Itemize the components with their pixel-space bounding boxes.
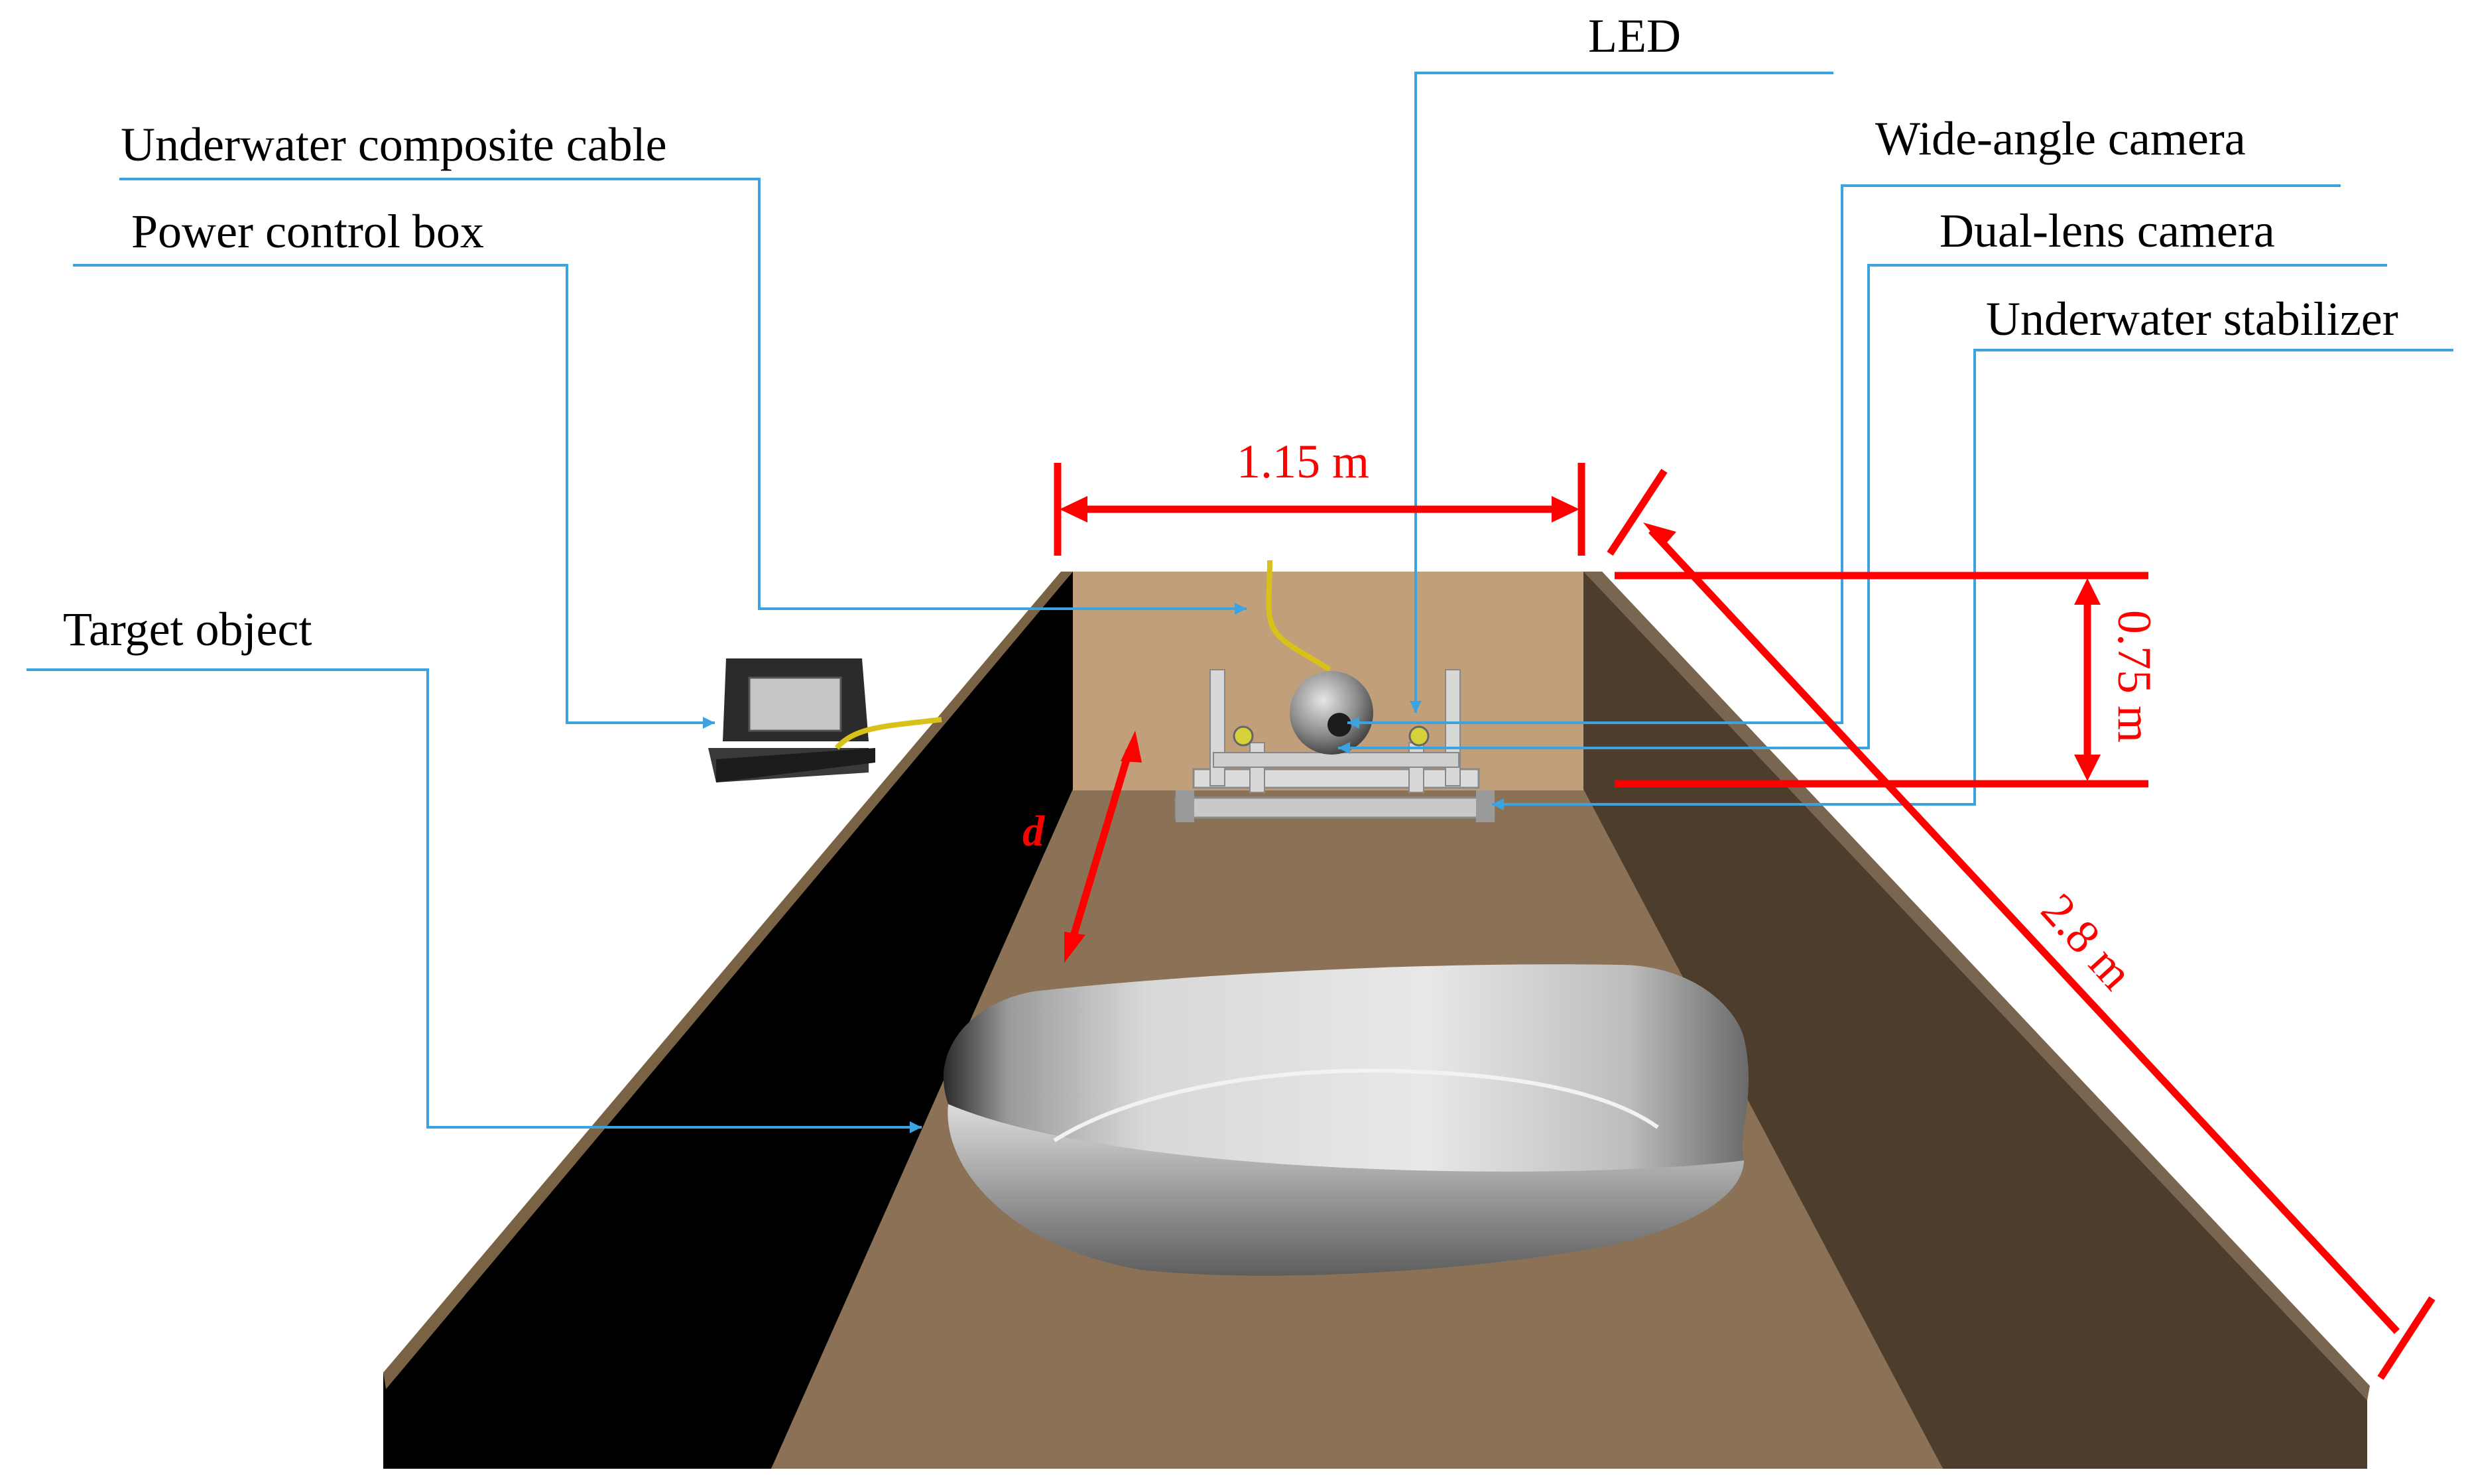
dimension-distance-value: d xyxy=(1022,807,1045,855)
label-led: LED xyxy=(1588,9,1681,62)
leader-dual-camera xyxy=(1338,264,2387,749)
dimension-height-value: 0.75 m xyxy=(2108,610,2161,743)
stabilizer-base xyxy=(1174,796,1495,819)
label-target-object: Target object xyxy=(63,603,312,656)
tank-right-wall xyxy=(1583,572,2367,1469)
tank-left-wall xyxy=(383,572,1073,1469)
tank-left-rim xyxy=(383,572,1073,1389)
dimension-width-value: 1.15 m xyxy=(1237,435,1369,488)
leader-led xyxy=(1414,72,1833,713)
composite-cable xyxy=(1266,560,1331,672)
led-light-right xyxy=(1408,725,1430,747)
label-dual-lens-camera: Dual-lens camera xyxy=(1940,204,2275,257)
dimension-distance xyxy=(1064,731,1142,963)
leader-power-box xyxy=(73,264,715,724)
camera-rig xyxy=(1174,560,1495,822)
label-composite-cable: Underwater composite cable xyxy=(121,118,667,171)
label-power-control-box: Power control box xyxy=(131,205,484,258)
leader-target xyxy=(27,668,922,1129)
wide-angle-camera-housing xyxy=(1290,671,1373,755)
dimension-width xyxy=(1054,463,1585,556)
tank-right-rim xyxy=(1583,572,2370,1400)
target-object-hull xyxy=(943,964,1749,1276)
dimension-length-value: 2.8 m xyxy=(2031,883,2143,999)
dimension-length xyxy=(1607,468,2435,1380)
power-control-box xyxy=(708,658,942,782)
leader-cable xyxy=(119,178,1247,610)
leader-wide-camera xyxy=(1347,184,2341,724)
led-light-left xyxy=(1233,725,1254,747)
dual-lens-camera-lens xyxy=(1327,713,1351,737)
label-wide-angle-camera: Wide-angle camera xyxy=(1875,112,2246,165)
label-underwater-stabilizer: Underwater stabilizer xyxy=(1986,292,2398,345)
power-cable xyxy=(834,717,942,750)
dimension-height xyxy=(1615,572,2148,788)
